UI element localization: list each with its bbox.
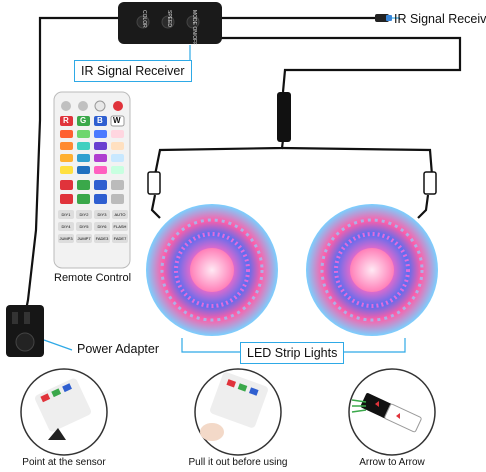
remote-btn-g[interactable]: G bbox=[80, 116, 87, 125]
power-cable bbox=[24, 16, 120, 311]
step-circle-1 bbox=[20, 368, 108, 456]
step-caption-1: Point at the sensor bbox=[22, 457, 106, 468]
controller-btn-mode[interactable]: MODE ON/OFF bbox=[191, 10, 197, 46]
remote-diy-grid: DIY1 DIY2 DIY3 AUTO DIY4 DIY5 DIY6 FLASH… bbox=[58, 210, 128, 243]
remote-btn-diy3[interactable]: DIY3 bbox=[94, 210, 110, 219]
branch-left bbox=[153, 139, 285, 176]
remote-color-grid bbox=[60, 130, 124, 174]
remote-btn-b[interactable]: B bbox=[97, 116, 103, 125]
output-cable bbox=[220, 36, 462, 93]
step-caption-3: Arrow to Arrow bbox=[359, 457, 425, 468]
controller-btn-speed[interactable]: SPEED bbox=[166, 10, 172, 27]
led-reel-left bbox=[146, 204, 278, 336]
remote-btn-r[interactable]: R bbox=[63, 116, 69, 125]
led-reel-right bbox=[306, 204, 438, 336]
remote-btn-diy2[interactable]: DIY2 bbox=[76, 210, 92, 219]
controller-box bbox=[118, 2, 222, 44]
led-strip-lights-label: LED Strip Lights bbox=[240, 342, 345, 364]
remote-btn-flash[interactable]: FLASH bbox=[112, 222, 128, 231]
power-adapter-label: Power Adapter bbox=[77, 342, 159, 356]
remote-btn-jump3[interactable]: JUMP3 bbox=[58, 234, 74, 243]
remote-btn-jump7[interactable]: JUMP7 bbox=[76, 234, 92, 243]
ir-receiver-head bbox=[375, 14, 392, 22]
y-splitter bbox=[277, 92, 291, 142]
remote-btn-diy4[interactable]: DIY4 bbox=[58, 222, 74, 231]
remote-control-label: Remote Control bbox=[54, 272, 132, 284]
strip-connectors bbox=[147, 171, 437, 195]
remote-btn-w[interactable]: W bbox=[113, 116, 121, 125]
remote-btn-diy1[interactable]: DIY1 bbox=[58, 210, 74, 219]
remote-btn-fade7[interactable]: FADE7 bbox=[112, 234, 128, 243]
remote-arrow-grid bbox=[60, 180, 124, 204]
remote-btn-diy5[interactable]: DIY5 bbox=[76, 222, 92, 231]
power-adapter bbox=[6, 305, 44, 357]
remote-btn-auto[interactable]: AUTO bbox=[112, 210, 128, 219]
remote-btn-fade3[interactable]: FADE3 bbox=[94, 234, 110, 243]
remote-btn-diy6[interactable]: DIY6 bbox=[94, 222, 110, 231]
cables bbox=[24, 16, 462, 311]
ir-receiver-mid-label: IR Signal Receiver bbox=[74, 60, 192, 82]
controller-btn-color[interactable]: COLOR bbox=[141, 10, 147, 28]
branch-right bbox=[281, 146, 434, 176]
step-circle-3 bbox=[348, 368, 436, 456]
step-circle-2 bbox=[194, 368, 282, 456]
ir-receiver-top-label: IR Signal Receiver bbox=[394, 12, 486, 26]
step-caption-2: Pull it out before using bbox=[188, 457, 288, 468]
